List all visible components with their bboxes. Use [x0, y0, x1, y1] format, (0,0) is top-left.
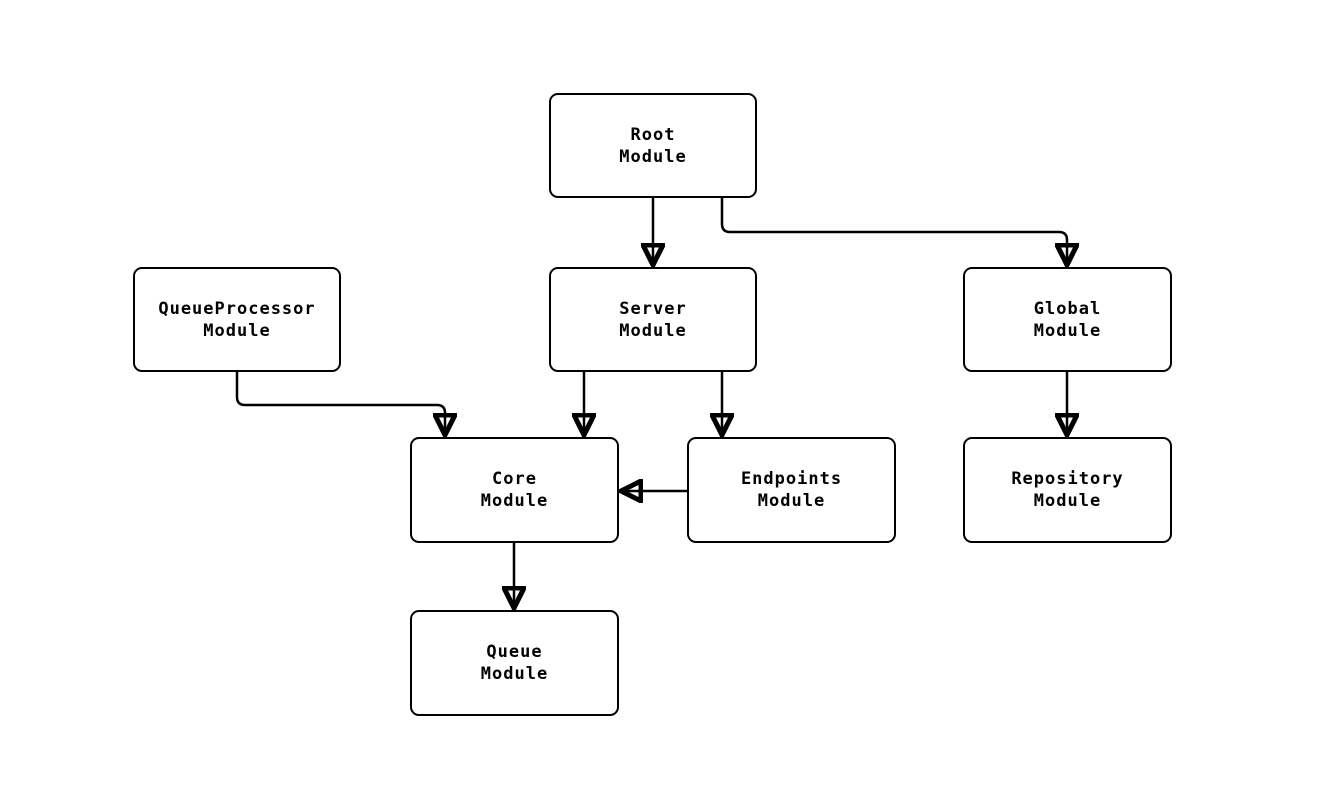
node-label-line: Module [757, 491, 826, 511]
edge-queueprocessor-module-to-core-module [235, 372, 445, 435]
node-label-line: Repository [1011, 469, 1124, 489]
node-label-line: Endpoints [740, 469, 843, 489]
node-label-line: Module [619, 320, 687, 341]
node-label-line: QueueProcessor [158, 298, 316, 319]
node-endpoints-module: Endpoints Module [687, 437, 896, 543]
node-label-line: Queue [486, 642, 543, 662]
node-label-line: Global [1033, 298, 1102, 319]
node-label-line: Core [492, 469, 537, 489]
node-label-line: Module [480, 664, 549, 684]
node-label-line: Root [630, 124, 676, 145]
node-queue-module: Queue Module [410, 610, 619, 716]
node-core-module: Core Module [410, 437, 619, 543]
node-repository-module: Repository Module [963, 437, 1172, 543]
node-label-line: Module [203, 320, 271, 341]
node-label-line: Module [480, 491, 549, 511]
node-queueprocessor-module: QueueProcessor Module [133, 267, 341, 372]
edge-root-module-to-global-module [720, 198, 1067, 265]
node-global-module: Global Module [963, 267, 1172, 372]
node-label-line: Module [1033, 320, 1102, 341]
node-label-line: Module [1033, 491, 1102, 511]
node-server-module: Server Module [549, 267, 757, 372]
node-label-line: Module [619, 146, 687, 167]
node-root-module: Root Module [549, 93, 757, 198]
node-label-line: Server [619, 298, 687, 319]
